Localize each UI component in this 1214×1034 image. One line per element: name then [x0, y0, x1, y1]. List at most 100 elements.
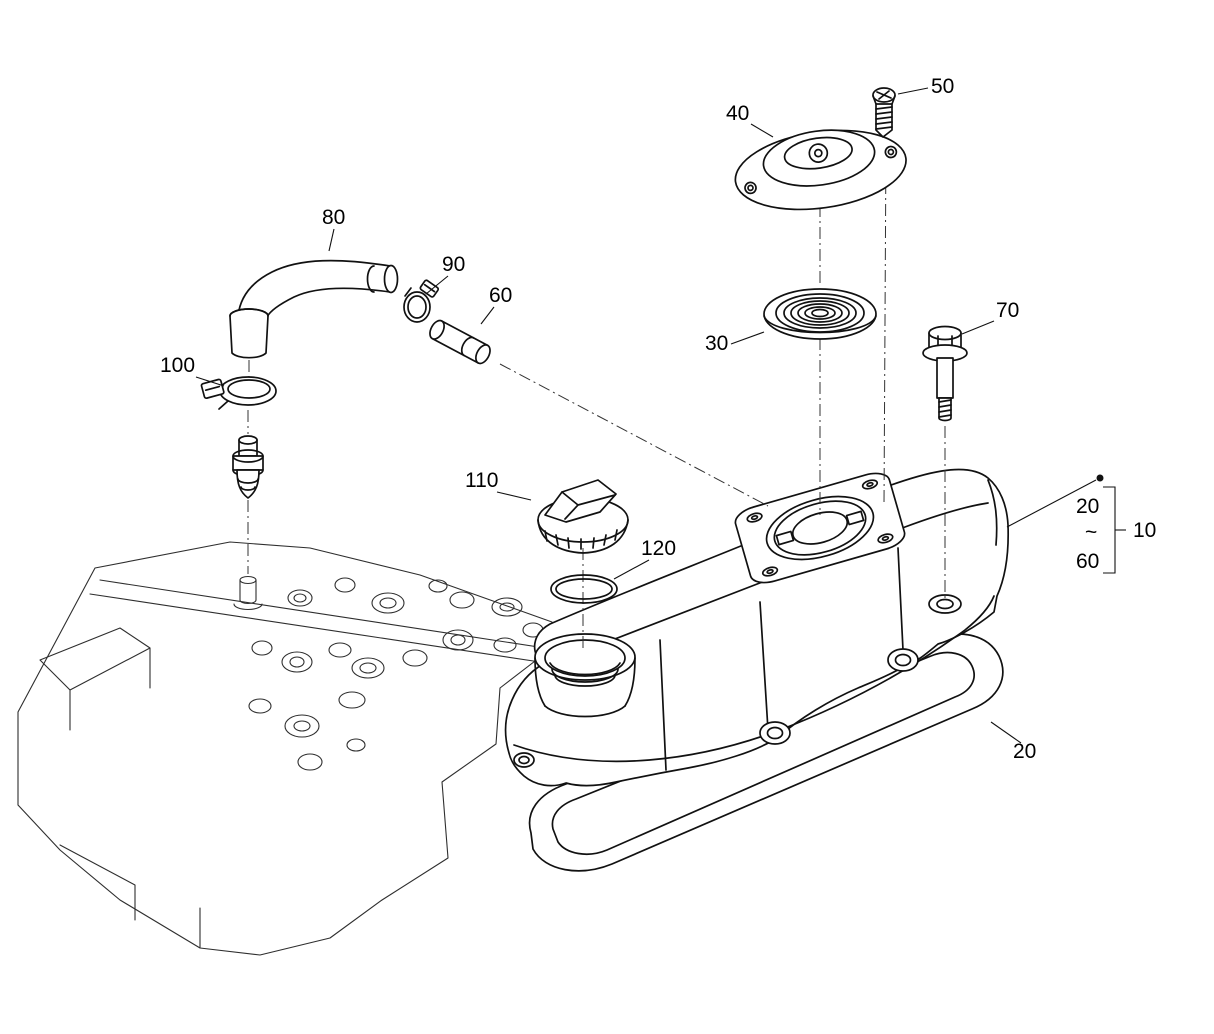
breather-screw-hole-left — [744, 181, 757, 195]
head-left-step — [39, 627, 151, 731]
part-label-40: 40 — [726, 102, 749, 125]
part-label-100: 100 — [160, 354, 195, 377]
cap-skirt-bottom — [537, 519, 629, 554]
leader-10-reference — [1006, 479, 1097, 528]
cap-knurling — [544, 529, 618, 550]
clamp90-tail — [404, 287, 412, 297]
valve-cover-gasket — [528, 633, 1004, 872]
leader-50 — [897, 87, 929, 95]
range-to-label: 60 — [1076, 550, 1099, 573]
hose-outer-edge — [237, 259, 391, 317]
cover-right-end-line — [987, 479, 998, 546]
range-bracket: 20 ~ 60 10 — [1076, 486, 1156, 574]
leader-80 — [328, 228, 335, 252]
breather-center-ring — [808, 143, 829, 163]
fitting-tip — [236, 469, 260, 499]
cover-rib-1 — [659, 639, 667, 771]
filter-outer — [763, 288, 877, 340]
cover-flange-rim — [513, 595, 995, 763]
head-rail-line-2 — [89, 593, 541, 663]
part-label-70: 70 — [996, 299, 1019, 322]
leader-70 — [961, 320, 995, 335]
part-label-110: 110 — [465, 469, 498, 492]
leader-110 — [496, 491, 532, 501]
part-label-50: 50 — [931, 75, 954, 98]
hose-end-band — [366, 265, 375, 293]
cap-wing-fold — [561, 491, 616, 520]
clamp90-band-inner — [407, 295, 427, 319]
fitting-top-opening — [238, 435, 258, 445]
part-label-80: 80 — [322, 206, 345, 229]
screw-neck — [872, 95, 896, 105]
bolt-head-top — [928, 325, 962, 341]
fitting-collar — [232, 455, 264, 471]
breather-cover — [734, 129, 907, 211]
breather-dome-top — [783, 136, 853, 170]
range-from-label: 20 — [1076, 495, 1099, 518]
part-label-120: 120 — [641, 537, 676, 560]
part-label-30: 30 — [705, 332, 728, 355]
leader-20 — [990, 721, 1022, 744]
screw-cross-slot — [876, 90, 892, 100]
cover-left-tab — [513, 752, 535, 768]
fitting-barb-2 — [240, 486, 256, 491]
leader-40 — [750, 123, 774, 138]
hose-inner-edge — [266, 287, 391, 318]
part-label-20: 20 — [1013, 740, 1036, 763]
breather-fitting — [232, 435, 264, 499]
valve-cover-artwork — [504, 468, 1010, 787]
tube-end-right — [475, 344, 491, 365]
gasket-inner-edge — [551, 651, 975, 855]
head-bottom-step — [59, 844, 201, 949]
breather-dome — [762, 129, 876, 187]
hose-clamp-small — [403, 279, 440, 323]
cylinder-head-artwork — [17, 541, 553, 956]
o-ring-outer — [550, 574, 618, 604]
cover-filler-neck — [534, 633, 636, 718]
cover-bolt — [922, 325, 968, 422]
filler-o-ring — [550, 574, 618, 604]
head-rail-line-1 — [99, 579, 546, 649]
bolt-threads — [938, 399, 952, 418]
centerline-tube-to-platform — [499, 363, 769, 507]
leader-60 — [480, 306, 495, 325]
part-labels: 80 90 60 100 110 120 40 50 30 70 20 — [160, 75, 1036, 763]
clamp100-band-inner — [227, 379, 271, 399]
breather-center-dot — [813, 148, 823, 158]
o-ring-inner — [555, 578, 613, 600]
filter-mesh — [783, 297, 857, 329]
bolt-shank — [936, 357, 954, 399]
head-outline — [17, 541, 553, 956]
breather-screw-hole-right — [884, 145, 898, 159]
reference-dot — [1096, 474, 1104, 482]
hose-end-opening — [383, 264, 399, 294]
leader-90 — [425, 275, 449, 295]
clamp90-screw — [419, 279, 440, 298]
leader-30 — [730, 331, 765, 345]
cover-breather-platform — [732, 469, 907, 587]
breather-filter — [763, 288, 877, 340]
part-label-90: 90 — [442, 253, 465, 276]
oil-filler-cap — [537, 479, 629, 554]
fitting-barb-1 — [237, 478, 259, 484]
head-breather-stud — [233, 575, 263, 611]
centerline-screw — [883, 137, 887, 506]
part-label-60: 60 — [489, 284, 512, 307]
screw-threads — [875, 106, 893, 130]
cover-bolt-bosses — [759, 594, 962, 745]
part-label-10: 10 — [1133, 519, 1156, 542]
leader-lines — [195, 87, 1104, 744]
hose-sleeve — [229, 308, 269, 359]
fitting-collar-top — [232, 449, 264, 463]
breather-screw-hole-left-inner — [747, 184, 754, 192]
leader-120 — [613, 559, 650, 580]
breather-screw — [872, 87, 896, 138]
hose-sleeve-top-arc — [229, 308, 269, 317]
leader-100 — [195, 376, 225, 387]
cover-rib-3 — [897, 547, 904, 651]
bracket-line — [1103, 486, 1116, 574]
gasket-outer-edge — [528, 633, 1004, 872]
cover-rib-2 — [759, 601, 769, 731]
